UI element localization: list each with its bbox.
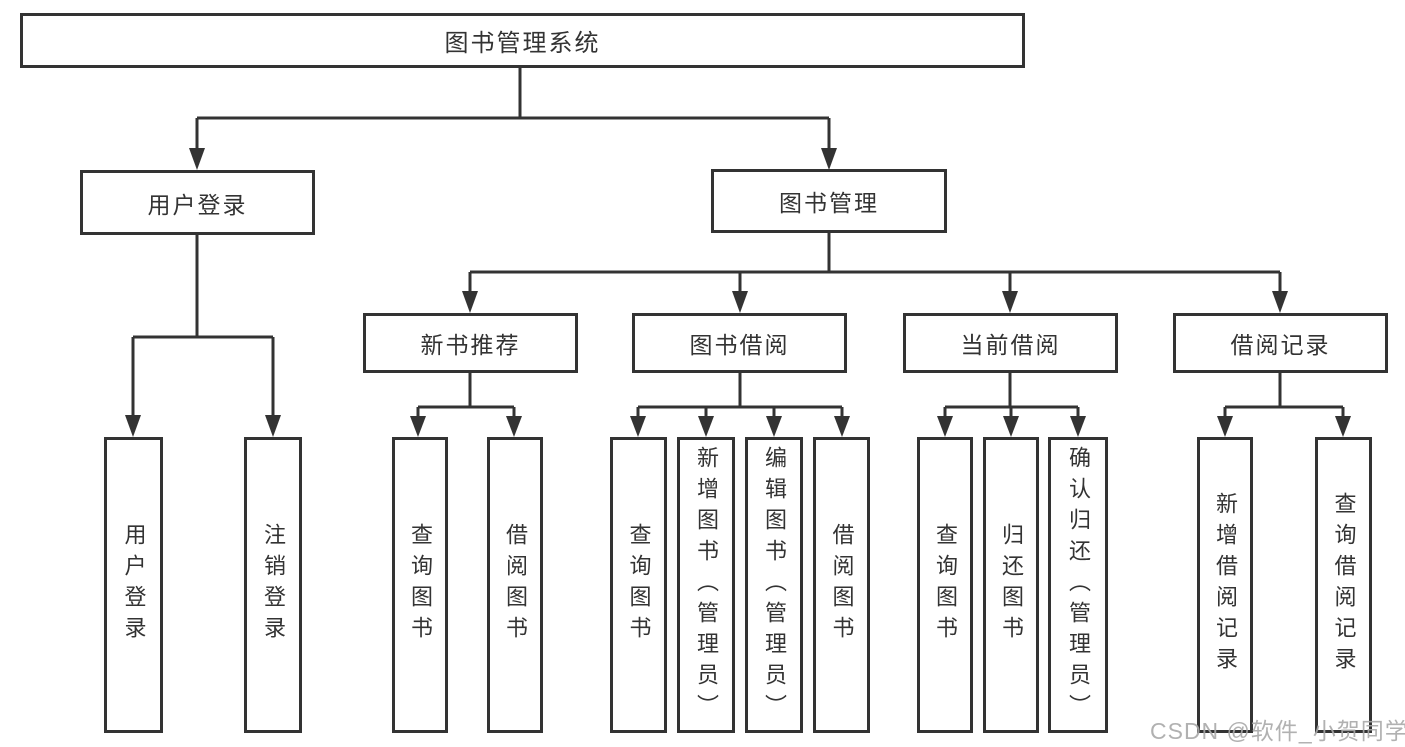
- arrowhead: [265, 415, 281, 437]
- connector-user-login-to-leaves: [125, 235, 281, 437]
- arrowhead: [821, 148, 837, 170]
- arrowhead: [937, 416, 953, 437]
- leaf-current-query: 查询图书: [917, 437, 973, 733]
- leaf-label: 新增借阅记录: [1213, 492, 1238, 678]
- arrowhead: [1217, 416, 1233, 437]
- watermark: CSDN @软件_小贺同学: [1150, 718, 1405, 744]
- leaf-borrow-add-admin: 新增图书（管理员）: [677, 437, 735, 733]
- node-current-label: 当前借阅: [960, 332, 1061, 358]
- leaf-newbooks-borrow: 借阅图书: [487, 437, 543, 733]
- node-current: 当前借阅: [903, 313, 1118, 373]
- leaf-label: 确认归还（管理员）: [1066, 445, 1091, 725]
- node-borrow: 图书借阅: [632, 313, 847, 373]
- arrowhead: [1002, 291, 1018, 313]
- connector-root-to-level2: [189, 68, 837, 170]
- leaf-borrow-edit-admin: 编辑图书（管理员）: [745, 437, 803, 733]
- connector-new-books-to-leaves: [410, 373, 522, 437]
- node-new-books: 新书推荐: [363, 313, 578, 373]
- leaf-borrow-query: 查询图书: [610, 437, 667, 733]
- arrowhead: [834, 416, 850, 437]
- connector-line: [468, 233, 1282, 293]
- leaf-user-login: 用户登录: [104, 437, 163, 733]
- arrowhead: [732, 291, 748, 313]
- leaf-label: 查询图书: [626, 523, 652, 647]
- arrowhead: [1335, 416, 1351, 437]
- node-root-label: 图书管理系统: [444, 30, 601, 57]
- connector-book-mgmt-to-level3: [462, 233, 1288, 313]
- arrowhead: [410, 416, 426, 437]
- arrowhead: [766, 416, 782, 437]
- arrowhead: [189, 148, 205, 170]
- node-records-label: 借阅记录: [1230, 332, 1331, 358]
- connector-line: [131, 235, 275, 417]
- leaf-label: 编辑图书（管理员）: [762, 445, 787, 725]
- arrowhead: [125, 415, 141, 437]
- node-root: 图书管理系统: [20, 13, 1025, 68]
- leaf-label: 新增图书（管理员）: [694, 445, 719, 725]
- arrowhead: [1272, 291, 1288, 313]
- arrowhead: [698, 416, 714, 437]
- arrowhead: [1003, 416, 1019, 437]
- connector-line: [636, 373, 844, 419]
- leaf-label: 注销登录: [261, 523, 286, 647]
- node-book-mgmt-label: 图书管理: [779, 190, 879, 216]
- leaf-label: 归还图书: [999, 523, 1024, 647]
- arrowhead: [506, 416, 522, 437]
- arrowhead: [630, 416, 646, 437]
- node-user-login-label: 用户登录: [147, 191, 248, 218]
- leaf-records-query: 查询借阅记录: [1315, 437, 1372, 733]
- leaf-label: 查询图书: [408, 523, 433, 647]
- leaf-borrow-borrow: 借阅图书: [813, 437, 870, 733]
- connector-line: [1223, 373, 1345, 419]
- leaf-current-confirm-admin: 确认归还（管理员）: [1048, 437, 1108, 733]
- leaf-label: 用户登录: [121, 523, 147, 647]
- connector-line: [416, 373, 516, 419]
- leaf-current-return: 归还图书: [983, 437, 1039, 733]
- node-book-mgmt: 图书管理: [711, 169, 947, 233]
- arrowhead: [1070, 416, 1086, 437]
- node-records: 借阅记录: [1173, 313, 1388, 373]
- leaf-records-add: 新增借阅记录: [1197, 437, 1253, 733]
- leaf-label: 借阅图书: [503, 523, 528, 647]
- node-borrow-label: 图书借阅: [689, 332, 790, 358]
- connector-line: [195, 68, 831, 150]
- leaf-label: 查询图书: [933, 523, 958, 647]
- connector-line: [943, 373, 1080, 419]
- connector-borrow-to-leaves: [630, 373, 850, 437]
- connector-current-to-leaves: [937, 373, 1086, 437]
- node-new-books-label: 新书推荐: [420, 332, 521, 358]
- leaf-logout: 注销登录: [244, 437, 302, 733]
- leaf-newbooks-query: 查询图书: [392, 437, 448, 733]
- connector-records-to-leaves: [1217, 373, 1351, 437]
- leaf-label: 查询借阅记录: [1331, 492, 1357, 678]
- node-user-login: 用户登录: [80, 170, 315, 235]
- arrowhead: [462, 291, 478, 313]
- leaf-label: 借阅图书: [829, 523, 855, 647]
